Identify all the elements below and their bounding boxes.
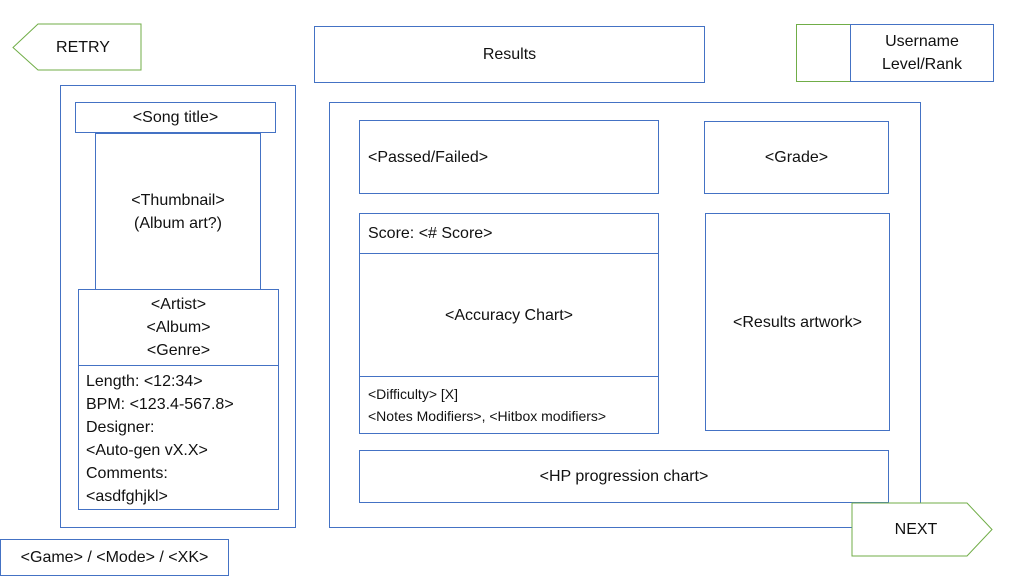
thumbnail: <Thumbnail> (Album art?) bbox=[95, 133, 261, 290]
breadcrumb-text: <Game> / <Mode> / <XK> bbox=[20, 549, 209, 566]
comments-label: Comments: bbox=[86, 465, 168, 482]
next-arrow-shape[interactable] bbox=[851, 502, 994, 557]
song-bpm: BPM: <123.4-567.8> bbox=[86, 396, 234, 413]
page-title-text: Results bbox=[482, 46, 537, 63]
breadcrumb: <Game> / <Mode> / <XK> bbox=[0, 539, 229, 576]
difficulty-modifiers: <Difficulty> [X] <Notes Modifiers>, <Hit… bbox=[359, 376, 659, 434]
thumbnail-note: (Album art?) bbox=[133, 214, 223, 232]
results-artwork: <Results artwork> bbox=[705, 213, 890, 431]
user-info[interactable]: Username Level/Rank bbox=[850, 24, 994, 82]
grade: <Grade> bbox=[704, 121, 889, 194]
level-rank: Level/Rank bbox=[881, 56, 963, 73]
accuracy-chart: <Accuracy Chart> bbox=[359, 253, 659, 377]
username: Username bbox=[885, 33, 959, 50]
pass-fail-text: <Passed/Failed> bbox=[368, 148, 489, 166]
album: <Album> bbox=[146, 319, 211, 336]
results-artwork-label: <Results artwork> bbox=[733, 313, 862, 331]
thumbnail-label: <Thumbnail> bbox=[131, 191, 225, 209]
designer-value: <Auto-gen vX.X> bbox=[86, 442, 208, 459]
designer-label: Designer: bbox=[86, 419, 155, 436]
avatar[interactable] bbox=[796, 24, 852, 82]
page-title: Results bbox=[314, 26, 705, 83]
modifiers: <Notes Modifiers>, <Hitbox modifiers> bbox=[368, 408, 607, 424]
song-length: Length: <12:34> bbox=[86, 373, 203, 390]
pass-fail-status: <Passed/Failed> bbox=[359, 120, 659, 194]
song-details: Length: <12:34> BPM: <123.4-567.8> Desig… bbox=[78, 365, 279, 510]
next-button[interactable]: NEXT bbox=[894, 521, 938, 538]
hp-progression-chart: <HP progression chart> bbox=[359, 450, 889, 503]
retry-arrow-shape[interactable] bbox=[12, 23, 143, 72]
song-title-text: <Song title> bbox=[132, 109, 219, 126]
genre: <Genre> bbox=[146, 342, 211, 359]
accuracy-chart-label: <Accuracy Chart> bbox=[444, 306, 574, 324]
artist: <Artist> bbox=[150, 296, 207, 313]
song-title: <Song title> bbox=[75, 102, 276, 133]
grade-text: <Grade> bbox=[764, 149, 829, 166]
score: Score: <# Score> bbox=[359, 213, 659, 254]
retry-button[interactable]: RETRY bbox=[56, 38, 110, 56]
hp-chart-label: <HP progression chart> bbox=[539, 468, 709, 485]
score-text: Score: <# Score> bbox=[368, 225, 493, 242]
difficulty: <Difficulty> [X] bbox=[368, 386, 459, 402]
comments-value: <asdfghjkl> bbox=[86, 488, 168, 505]
song-meta: <Artist> <Album> <Genre> bbox=[78, 289, 279, 366]
